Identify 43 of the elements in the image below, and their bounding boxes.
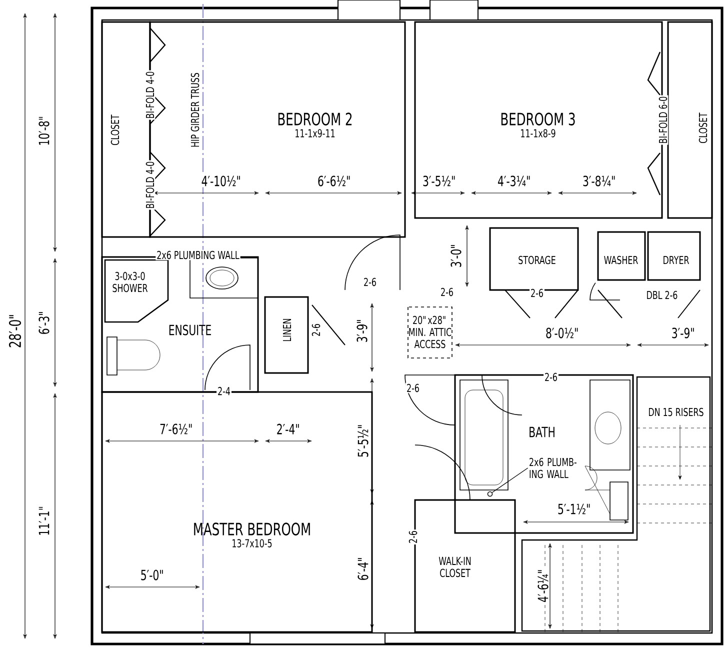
note-text: 2x6 PLUMB- ING WALL	[530, 458, 576, 478]
dimension-label: 11′-1"	[38, 503, 50, 537]
dimension-label: 5′-0"	[139, 568, 167, 582]
door-size-label: 2-6	[530, 288, 544, 298]
door-size-label: 2-6	[440, 286, 454, 298]
attic-hatch: 20"x28" MIN. ATTIC ACCESS	[408, 306, 452, 358]
washer-appliance: WASHER	[597, 231, 646, 281]
pipe-marker	[487, 491, 493, 497]
dimension-label: 28′-0"	[8, 310, 22, 350]
dimension-label: 3′-8¼"	[582, 174, 618, 188]
dimension-label: 2′-4"	[275, 422, 303, 436]
closet-door-label: BI-FOLD 4-0	[144, 70, 156, 120]
dimension-label: 8′-0½"	[544, 326, 582, 340]
dimension-label: 3′-9"	[670, 326, 698, 340]
note-text: HIP GIRDER TRUSS	[190, 72, 200, 148]
dimension-label: 4′-10½"	[200, 174, 244, 188]
dryer-appliance: DRYER	[647, 231, 701, 281]
dimension-label: 6′-4"	[356, 554, 370, 582]
shower-stall: 3-0x3-0 SHOWER	[104, 259, 169, 323]
closet-door-label: BI-FOLD 6-0	[658, 95, 668, 145]
dimension-label: 6′-6½"	[316, 174, 354, 188]
dimension-label: 3′-0"	[450, 241, 462, 269]
dimension-label: 4′-3¼"	[496, 174, 534, 188]
door-size-label: DBL 2-6	[645, 290, 679, 300]
dimension-label: 10′-8"	[38, 113, 50, 147]
note-text: DN 15 RISERS	[647, 406, 705, 418]
dimension-label: 3′-5½"	[422, 174, 458, 188]
linen-closet: LINEN	[264, 296, 309, 374]
closet-door-label: BI-FOLD 4-0	[144, 160, 156, 210]
dimension-label: 4′-6¼"	[536, 566, 550, 604]
dimension-label: 5′-5½"	[356, 422, 370, 458]
door-size-label: 2-6	[310, 322, 322, 338]
door-size-label: 2-6	[362, 276, 378, 288]
closet-room: CLOSET	[667, 21, 713, 219]
door-size-label: 2-6	[406, 382, 420, 394]
dimension-label: 6′-3"	[38, 308, 50, 336]
dimension-label: 7′-6½"	[158, 422, 196, 436]
door-size-label: 2-6	[544, 372, 558, 382]
dimension-label: 5′-1½"	[556, 502, 594, 516]
door-size-label: 2-6	[408, 530, 418, 544]
dimension-label: 3′-9"	[356, 316, 368, 344]
note-text: 2x6 PLUMBING WALL	[156, 250, 240, 260]
door-size-label: 2-4	[216, 386, 232, 396]
